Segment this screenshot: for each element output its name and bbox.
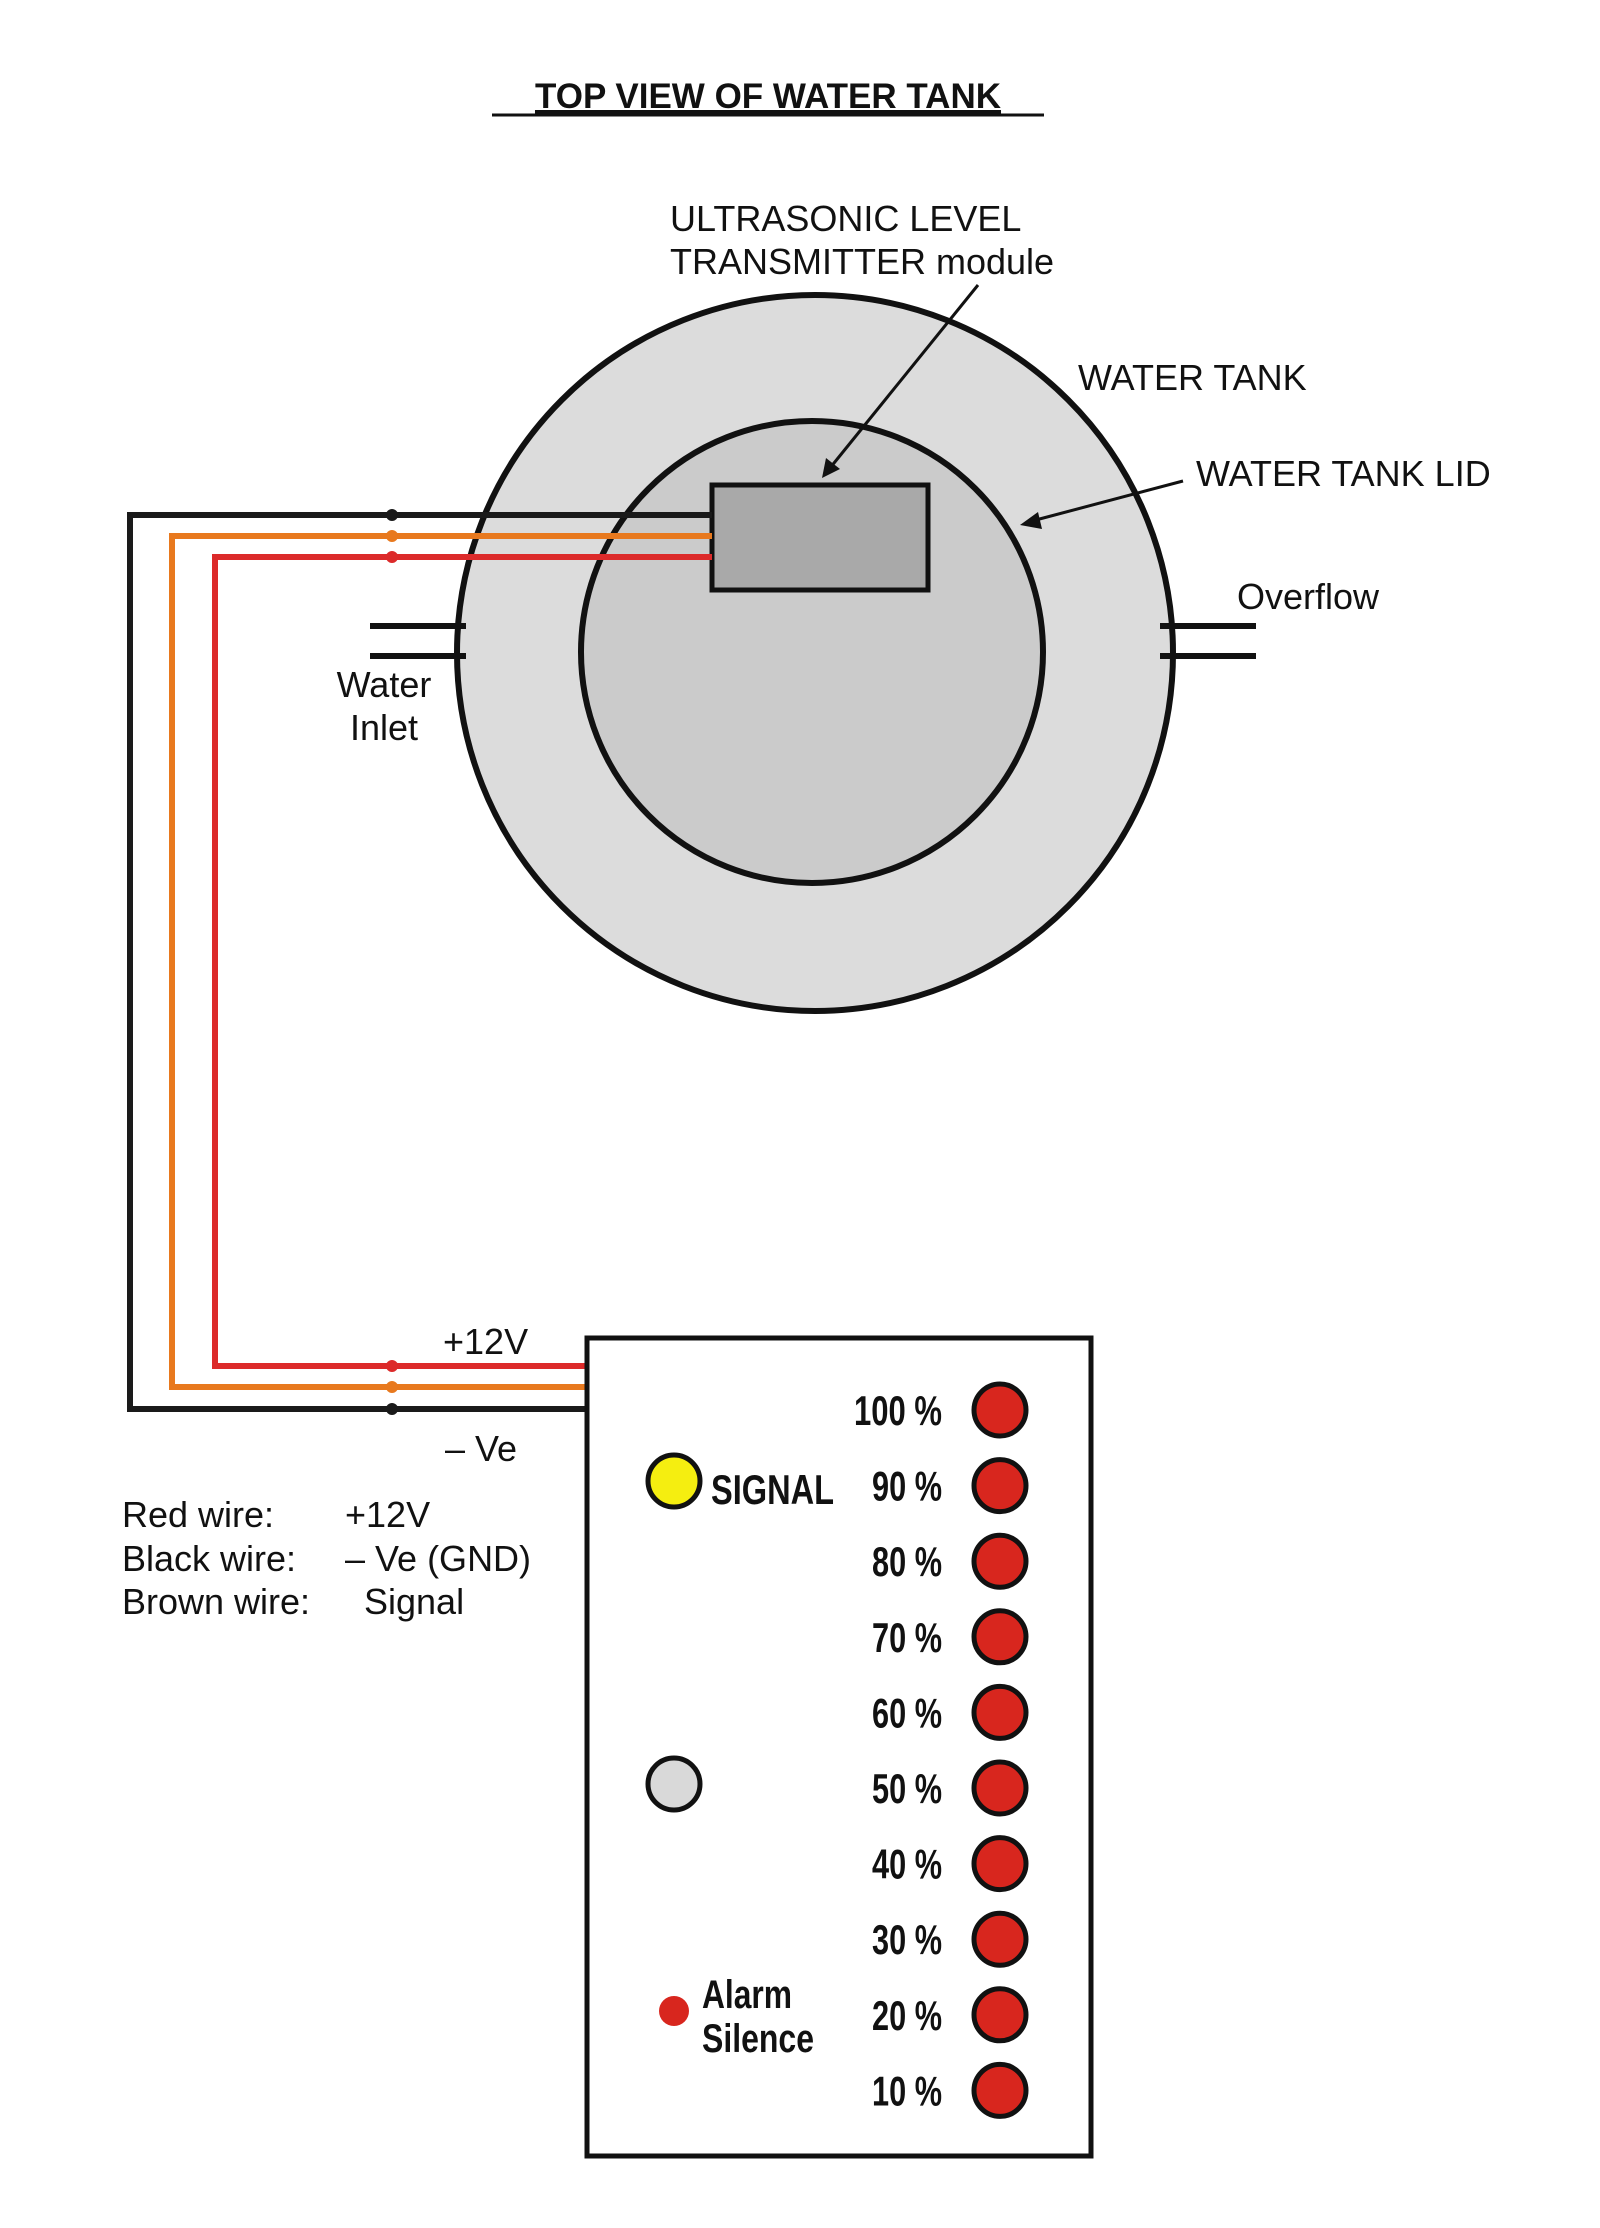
wire-legend: Red wire: +12V Black wire: – Ve (GND) Br… <box>122 1494 531 1622</box>
legend-black-value: – Ve (GND) <box>345 1538 531 1579</box>
module-label-line1: ULTRASONIC LEVEL <box>670 198 1021 239</box>
overflow-label: Overflow <box>1237 576 1380 617</box>
lid-leader-arrow <box>1020 479 1184 529</box>
lid-label: WATER TANK LID <box>1196 453 1491 494</box>
level-led <box>971 1683 1029 1741</box>
level-label: 100 % <box>854 1387 942 1434</box>
level-label: 50 % <box>872 1765 942 1812</box>
level-label: 10 % <box>872 2067 942 2114</box>
inlet-label-line1: Water <box>337 664 432 705</box>
level-label: 20 % <box>872 1992 942 2039</box>
level-led <box>971 1381 1029 1439</box>
water-inlet-pipe <box>370 623 466 659</box>
alarm-silence-button[interactable] <box>645 1755 703 1813</box>
signal-led <box>645 1452 703 1510</box>
level-label: 30 % <box>872 1916 942 1963</box>
module-label-line2: TRANSMITTER module <box>670 241 1054 282</box>
level-led <box>971 1457 1029 1515</box>
overflow-pipe <box>1160 623 1256 659</box>
level-led <box>971 1986 1029 2044</box>
legend-black-name: Black wire: <box>122 1538 296 1579</box>
plus12v-label: +12V <box>443 1321 528 1362</box>
signal-label: SIGNAL <box>711 1466 834 1513</box>
alarm-label-line2: Silence <box>702 2017 814 2061</box>
legend-brown-name: Brown wire: <box>122 1581 310 1622</box>
alarm-label-line1: Alarm <box>702 1973 792 2017</box>
tank-label: WATER TANK <box>1078 357 1307 398</box>
level-label: 80 % <box>872 1538 942 1585</box>
level-label: 70 % <box>872 1614 942 1661</box>
alarm-indicator-led <box>659 1996 689 2026</box>
level-led <box>971 1532 1029 1590</box>
wire-black <box>127 512 712 1412</box>
legend-red-value: +12V <box>345 1494 430 1535</box>
wire-junctions <box>386 509 398 1415</box>
level-label: 90 % <box>872 1463 942 1510</box>
ultrasonic-module <box>709 482 931 593</box>
diagram-title: TOP VIEW OF WATER TANK <box>535 77 1001 116</box>
level-led <box>971 1835 1029 1893</box>
level-led <box>971 1608 1029 1666</box>
inlet-label-line2: Inlet <box>350 707 418 748</box>
level-led <box>971 1910 1029 1968</box>
minus-ve-label: – Ve <box>445 1428 517 1469</box>
level-label: 40 % <box>872 1841 942 1888</box>
level-led <box>971 1759 1029 1817</box>
legend-brown-value: Signal <box>364 1581 464 1622</box>
level-led <box>971 2061 1029 2119</box>
module-leader-arrow <box>822 284 980 478</box>
wire-red <box>212 554 712 1369</box>
legend-red-name: Red wire: <box>122 1494 274 1535</box>
level-indicators: 100 % 90 % 80 % 70 % 60 % 50 % 40 % 30 % 20 % 10 … <box>854 1381 1029 2119</box>
level-label: 60 % <box>872 1689 942 1736</box>
wire-brown <box>169 533 712 1390</box>
